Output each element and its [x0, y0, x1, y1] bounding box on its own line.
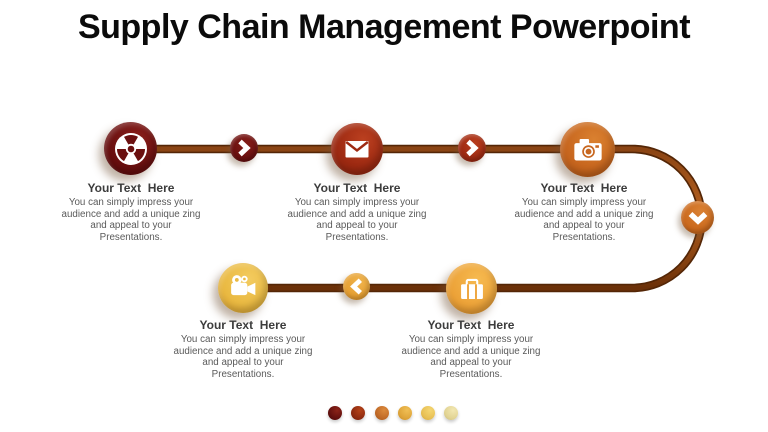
body-line: You can simply impress your: [521, 197, 647, 208]
palette-dots: [328, 406, 459, 420]
body-line: and appeal to your: [543, 220, 625, 232]
slide-title: Supply Chain Management Powerpoint: [77, 8, 691, 46]
body-line: You can simply impress your: [180, 334, 306, 345]
step-body: You can simply impress your audience and…: [383, 334, 559, 380]
camera-icon: [573, 138, 602, 160]
step-heading: Your Text Here: [313, 181, 401, 195]
step-heading: Your Text Here: [87, 181, 175, 195]
body-line: audience and add a unique zing: [401, 345, 541, 357]
palette-dot: [328, 406, 342, 420]
body-line: Presentations.: [211, 368, 275, 380]
connector-chevron-left: [343, 273, 370, 300]
body-line: audience and add a unique zing: [173, 345, 313, 357]
radiation-icon: [114, 132, 147, 165]
step-node-4: [218, 263, 268, 313]
step-body: You can simply impress your audience and…: [269, 197, 445, 243]
video-camera-icon: [231, 275, 256, 296]
body-line: You can simply impress your: [68, 197, 194, 208]
step-body: You can simply impress your audience and…: [43, 197, 219, 243]
step-text-2: Your Text Here You can simply impress yo…: [269, 181, 445, 243]
body-line: audience and add a unique zing: [61, 208, 201, 220]
briefcase-icon: [460, 278, 483, 299]
body-line: Presentations.: [99, 231, 163, 243]
body-line: Presentations.: [552, 231, 616, 243]
connector-chevron-1: [230, 134, 258, 162]
body-line: You can simply impress your: [294, 197, 420, 208]
step-node-2: [331, 123, 383, 175]
palette-dot: [421, 406, 436, 420]
body-line: You can simply impress your: [408, 334, 534, 345]
step-text-4: Your Text Here You can simply impress yo…: [155, 318, 331, 380]
body-line: and appeal to your: [202, 357, 284, 369]
envelope-icon: [345, 141, 369, 158]
step-text-1: Your Text Here You can simply impress yo…: [43, 181, 219, 243]
step-node-3: [560, 122, 615, 177]
connector-chevron-2: [458, 134, 486, 162]
chevron-down-icon: [688, 211, 707, 225]
step-node-5: [446, 263, 497, 314]
palette-dot: [397, 406, 412, 420]
step-body: You can simply impress your audience and…: [496, 197, 672, 243]
body-line: and appeal to your: [316, 220, 398, 232]
connector-chevron-down: [681, 201, 714, 234]
palette-dot: [374, 406, 389, 420]
chevron-right-icon: [466, 139, 479, 157]
body-line: Presentations.: [439, 368, 503, 380]
step-node-1: [104, 122, 157, 175]
palette-dot: [351, 406, 366, 420]
chevron-right-icon: [238, 139, 251, 157]
body-line: audience and add a unique zing: [287, 208, 427, 220]
palette-dot: [444, 406, 459, 420]
step-text-5: Your Text Here You can simply impress yo…: [383, 318, 559, 380]
step-body: You can simply impress your audience and…: [155, 334, 331, 380]
step-heading: Your Text Here: [540, 181, 628, 195]
chevron-left-icon: [350, 278, 362, 295]
step-heading: Your Text Here: [199, 318, 287, 332]
body-line: audience and add a unique zing: [514, 208, 654, 220]
body-line: and appeal to your: [430, 357, 512, 369]
body-line: and appeal to your: [90, 220, 172, 232]
step-heading: Your Text Here: [427, 318, 515, 332]
body-line: Presentations.: [325, 231, 389, 243]
step-text-3: Your Text Here You can simply impress yo…: [496, 181, 672, 243]
